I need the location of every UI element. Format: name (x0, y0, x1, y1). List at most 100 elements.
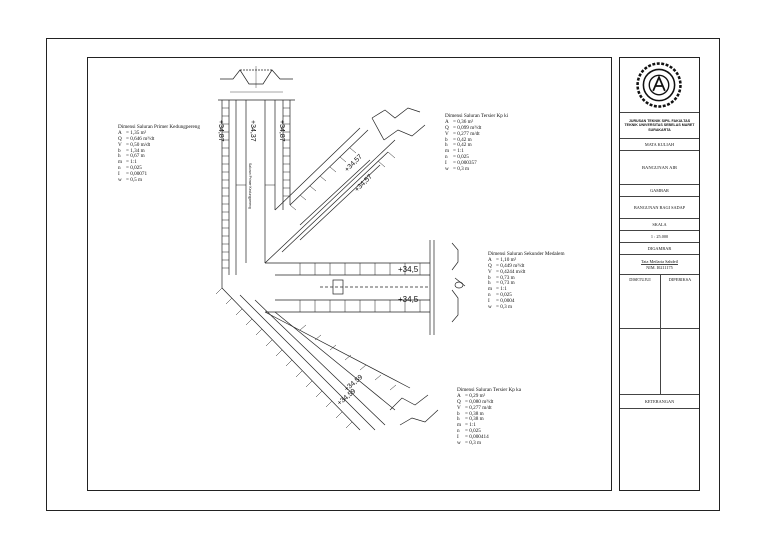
spec-symbol: n (118, 165, 121, 172)
spec-value: = 0,080 m³/dt (465, 399, 494, 406)
spec-value: = 0,025 (496, 292, 512, 299)
spec-symbol: A (457, 393, 461, 400)
spec-symbol: I (457, 433, 459, 440)
spec-row: b= 0,38 m (457, 410, 521, 418)
spec-value: = 1:1 (465, 422, 476, 429)
elevation-primer-b: +34,37 (249, 120, 256, 142)
spec-symbol: b (118, 147, 121, 154)
spec-symbol: I (118, 170, 120, 177)
spec-row: h= 0,42 m (445, 143, 508, 149)
spec-row: n= 0,025 (488, 292, 565, 299)
spec-value: = 0,42 m (453, 136, 472, 143)
signature-divider (660, 329, 661, 394)
spec-row: m= 1:1 (118, 159, 200, 166)
spec-symbol: V (445, 130, 449, 137)
spec-row: Q = 0,080 m³/dt (457, 399, 521, 406)
scale-value: 1 : 25.000 (620, 231, 699, 243)
checked-label: DIPERIKSA (668, 277, 692, 282)
spec-value: = 0,50 m/dt (126, 141, 151, 148)
spec-symbol: I (445, 159, 447, 166)
spec-value: = 0,00071 (126, 170, 148, 177)
spec-row: A = 0,29 m² (457, 393, 521, 400)
drawn-name: Tata Meilaria Sahdeil (641, 259, 678, 265)
spec-symbol: A (445, 119, 449, 126)
spec-row: b = 0,73 m (488, 274, 565, 282)
spec-value: = 0,025 (465, 428, 481, 435)
spec-row: I = 0,00071 (118, 170, 200, 178)
spec-symbol: w (445, 165, 449, 172)
spec-symbol: Q (488, 263, 492, 270)
title-block: JURUSAN TEKNIK SIPIL FAKULTAS TEKNIK UNI… (619, 57, 700, 491)
spec-symbol: h (457, 416, 460, 423)
spec-symbol: w (118, 176, 122, 183)
spec-symbol: V (488, 268, 492, 275)
drawing-area-frame (87, 57, 612, 491)
spec-row: Q= 0,099 m³/dt (445, 125, 508, 132)
spec-symbol: V (457, 404, 461, 411)
spec-row: I = 0,0004 (488, 297, 565, 305)
spec-row: n= 0,025 (457, 428, 521, 435)
spec-symbol: m (457, 422, 462, 429)
scale-label: SKALA (620, 219, 699, 231)
spec-value: = 0,38 m (465, 416, 484, 423)
secondary-channel (265, 240, 435, 335)
spec-value: = 0,3 m (453, 165, 470, 172)
tertiary-channel-left (264, 127, 396, 264)
spec-row: V= 0,277 m/dt (445, 130, 508, 138)
cross-section-top (220, 66, 293, 93)
spec-value: = 0,000357 (453, 159, 477, 166)
section-sketch-ka (389, 394, 439, 426)
spec-row: w= 0,3 m (488, 304, 565, 311)
spec-symbol: A (488, 257, 492, 264)
spec-symbol: b (457, 410, 460, 417)
notes-label: KETERANGAN (620, 395, 699, 409)
spec-value: = 0,0004 (496, 297, 515, 304)
spec-row: b= 0,42 m (445, 136, 508, 144)
drawing-value: BANGUNAN BAGI SADAP (620, 197, 699, 219)
drawn-by: Tata Meilaria Sahdeil NIM. I0211175 (620, 255, 699, 275)
spec-row: w= 0,5 m (118, 176, 200, 184)
spec-symbol: m (445, 148, 450, 155)
spec-value: = 0,025 (126, 165, 142, 172)
spec-value: = 0,73 m (496, 280, 515, 287)
spec-row: I = 0,000357 (445, 159, 508, 167)
spec-symbol: V (118, 141, 122, 148)
spec-value: = 1:1 (496, 286, 507, 293)
outer-frame (46, 38, 720, 511)
course-value: BANGUNAN AIR (620, 151, 699, 185)
spec-title: Dimensi Saluran Tersier Kp ka (457, 387, 522, 393)
spec-row: h= 0,67 m (118, 154, 200, 160)
spec-value: = 0,29 m² (465, 393, 486, 400)
course-label: MATA KULIAH (620, 139, 699, 151)
spec-value: = 0,42 m (453, 142, 472, 149)
elevation-sekunder-upper: +34,5 (398, 265, 419, 274)
drawn-nim: NIM. I0211175 (646, 265, 673, 270)
spec-symbol: w (457, 439, 461, 446)
channel-label: Saluran Primer Kedungpereng (248, 163, 252, 209)
spec-row: w= 0,3 m (457, 439, 521, 447)
spec-symbol: Q (457, 399, 461, 406)
approved-label: DISETUJUI (629, 277, 651, 282)
university-logo (620, 58, 699, 113)
spec-row: A= 1,35 m² (118, 130, 200, 137)
spec-row: w = 0,3 m (445, 165, 508, 173)
spec-symbol: h (488, 280, 491, 287)
spec-row: m= 1:1 (488, 286, 565, 293)
approval-divider (660, 275, 661, 328)
spec-row: n= 0,025 (445, 154, 508, 161)
spec-symbol: b (488, 274, 491, 281)
spec-row: h = 0,73 m (488, 281, 565, 287)
spec-title: Dimensi Saluran Primer Kedungpereng (118, 124, 200, 130)
spec-value: = 0,73 m (496, 274, 515, 281)
spec-row: b= 1,34 m (118, 147, 200, 155)
spec-row: A= 0,36 m² (445, 119, 508, 126)
spec-title: Dimensi Saluran Sekunder Medalem (488, 251, 565, 257)
spec-symbol: I (488, 297, 490, 304)
spec-value: = 1,35 m² (126, 130, 147, 137)
spec-value: = 1:1 (453, 148, 464, 155)
spec-value: = 1:1 (126, 159, 137, 166)
